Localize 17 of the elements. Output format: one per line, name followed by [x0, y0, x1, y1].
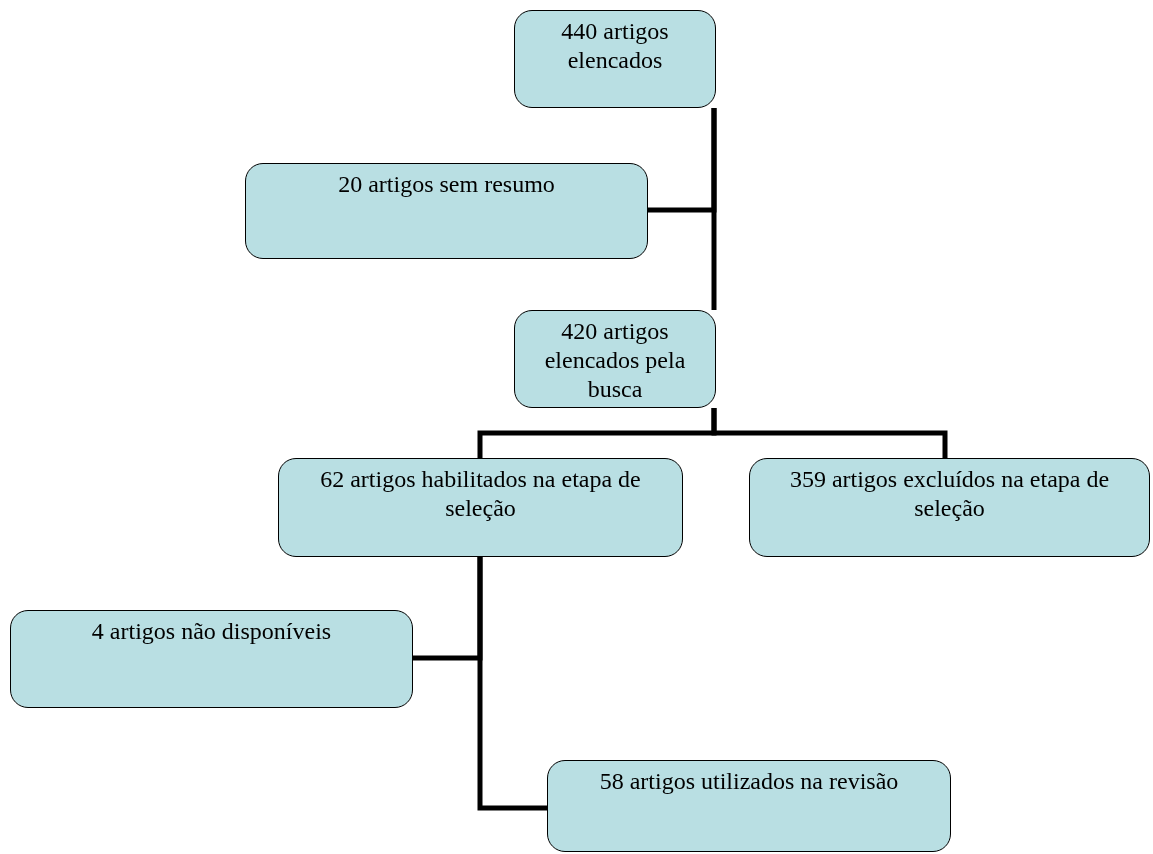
box-label: 20 artigos sem resumo: [338, 170, 555, 199]
process-box: [278, 458, 683, 557]
process-box: [749, 458, 1150, 557]
box-label: 4 artigos não disponíveis: [91, 617, 332, 646]
box-label: 58 artigos utilizados na revisão: [599, 767, 899, 796]
process-box: [10, 610, 413, 708]
process-box: [514, 10, 716, 108]
connector-line: [477, 557, 547, 811]
box-label: 62 artigos habilitados na etapa de seleção: [319, 465, 642, 523]
box-label: 359 artigos excluídos na etapa de seleção: [788, 465, 1111, 523]
box-label: 440 artigos elencados: [560, 17, 670, 75]
box-label: 420 artigos elencados pela busca: [543, 317, 687, 404]
connector-line: [711, 108, 717, 310]
connector-line: [711, 408, 948, 458]
process-box: [547, 760, 951, 852]
process-box: [514, 310, 716, 408]
process-box: [245, 163, 648, 259]
